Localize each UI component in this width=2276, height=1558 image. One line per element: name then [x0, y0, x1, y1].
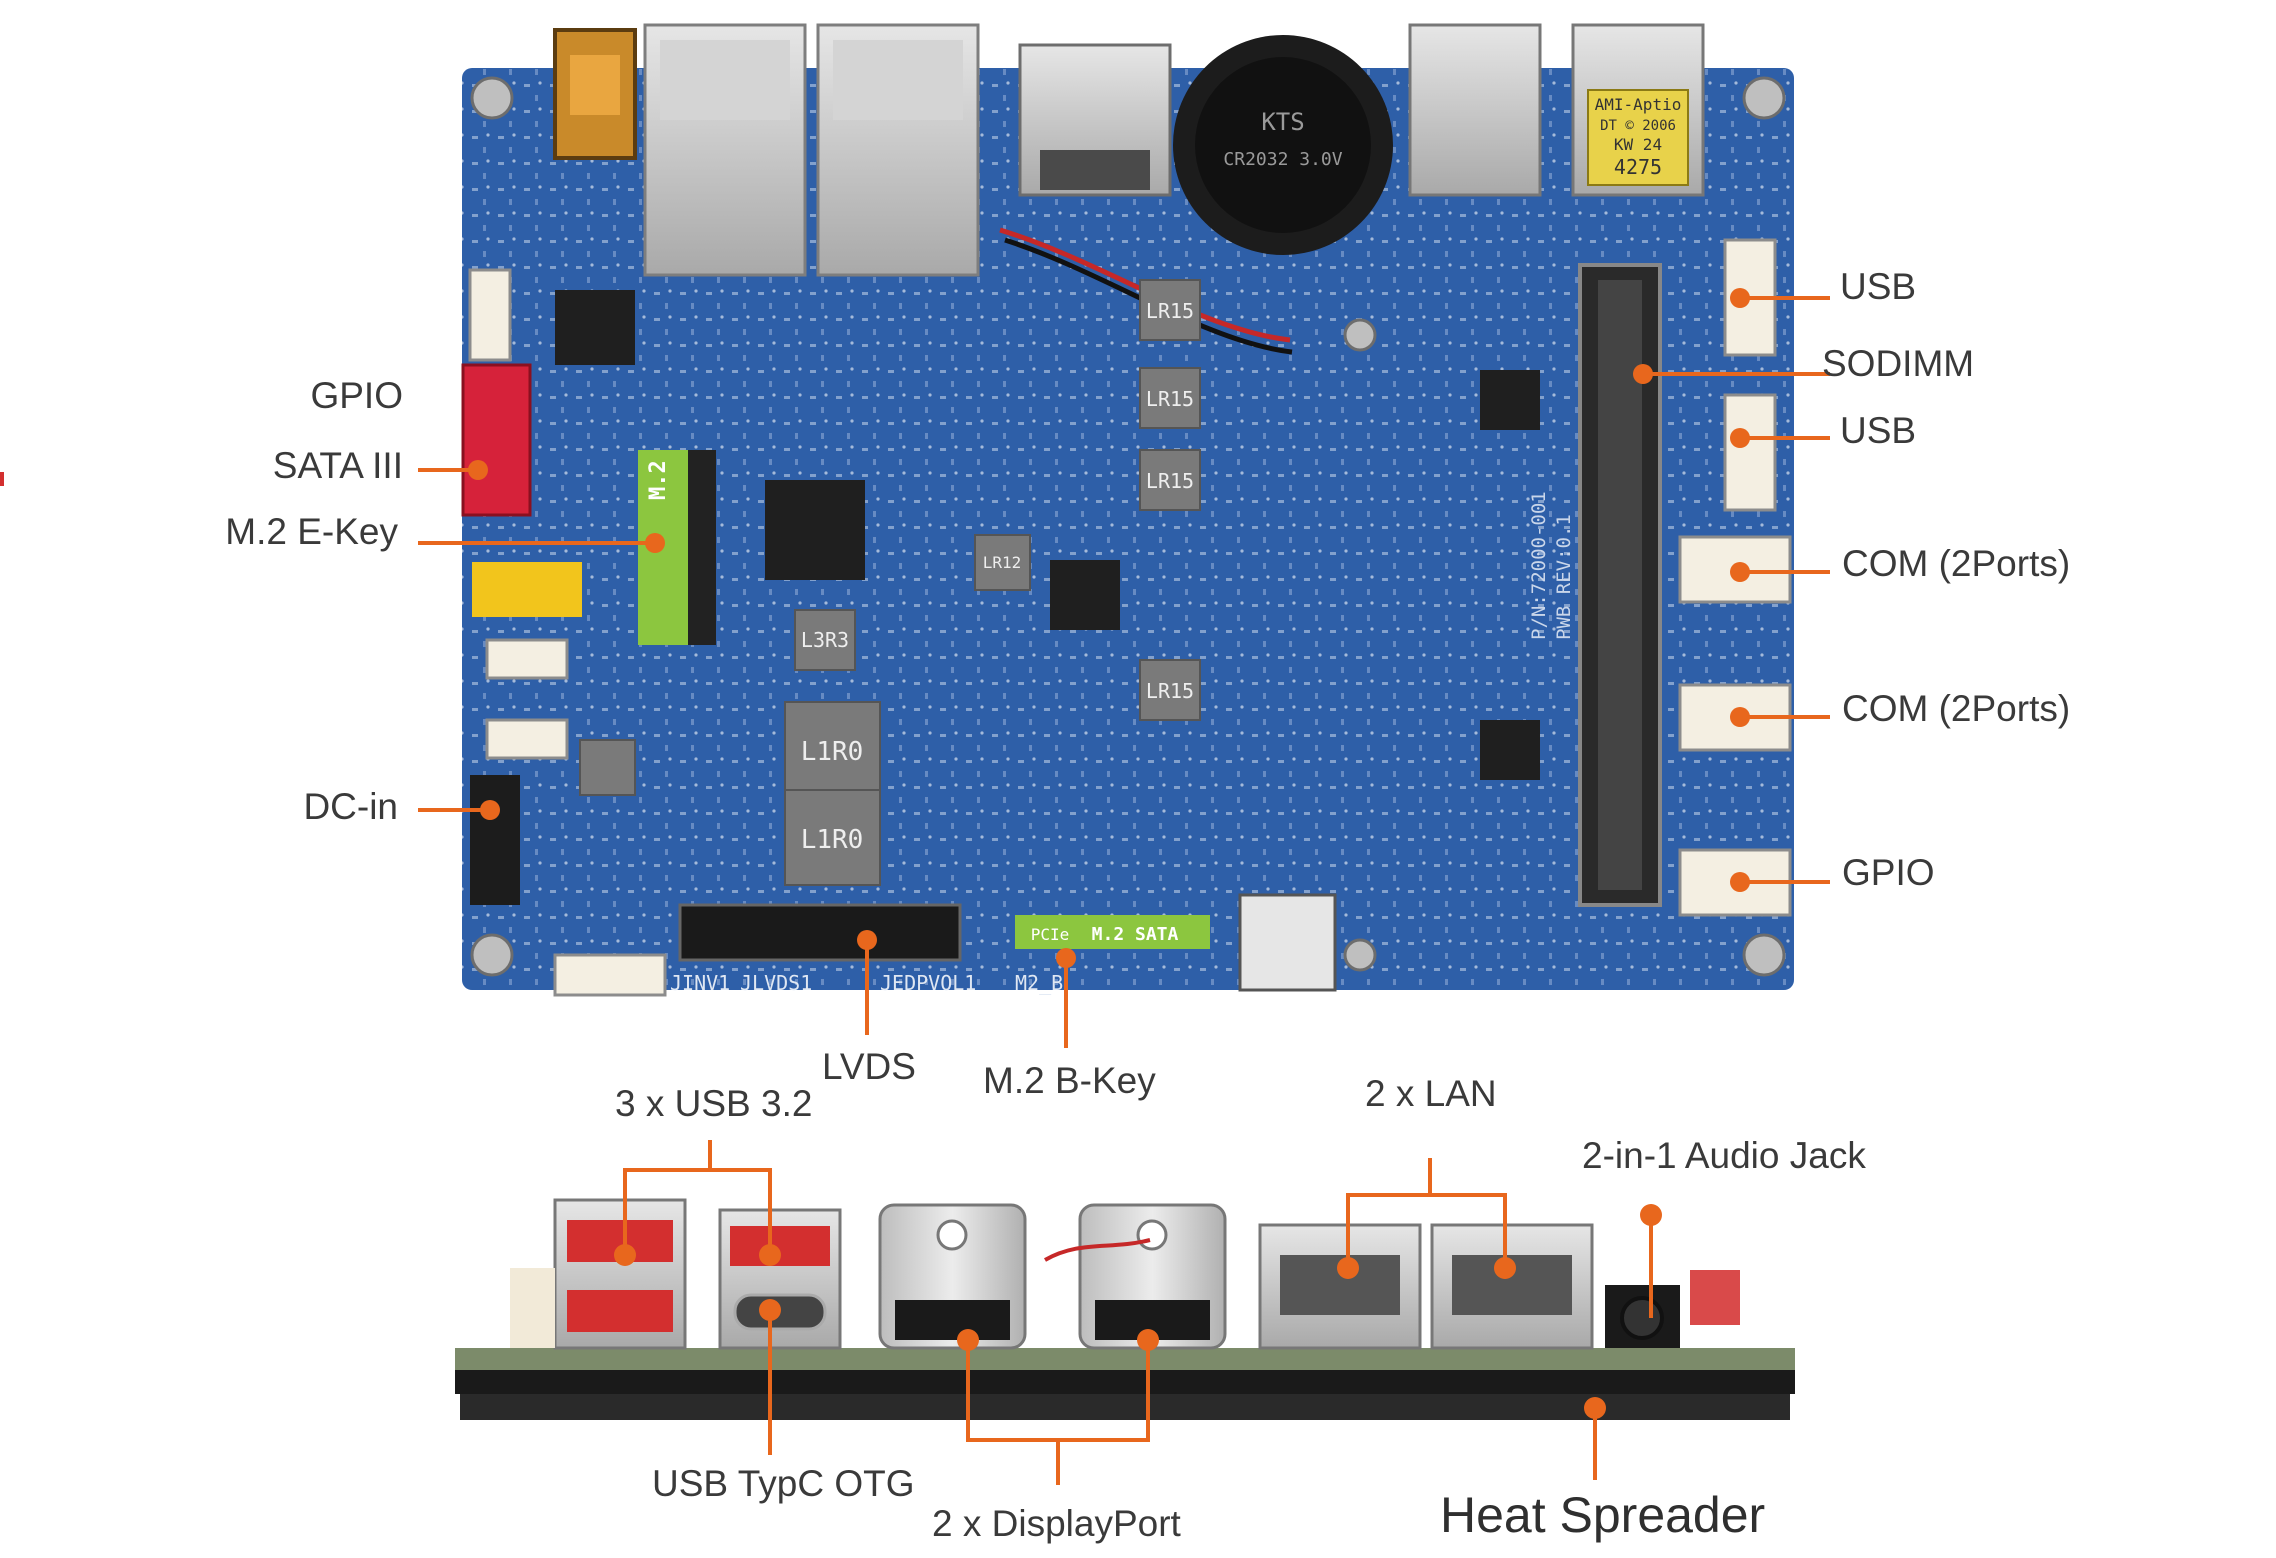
- left-connectors: [461, 268, 667, 997]
- power-coils: [579, 279, 1201, 886]
- m2-bkey-slot: M.2 SATA PCIe: [1015, 915, 1210, 949]
- label-sodimm: SODIMM: [1822, 343, 1975, 384]
- jinv-silk: JINV1: [670, 971, 730, 995]
- top-view-board: KTS CR2032 3.0V AMI-Aptio DT © 2006 KW 2…: [461, 23, 1794, 997]
- label-m2-ekey: M.2 E-Key: [225, 511, 398, 552]
- jack-bottom: [1238, 893, 1337, 992]
- io-callouts: [614, 1140, 1662, 1485]
- label-typec: USB TypC OTG: [652, 1463, 915, 1504]
- battery-brand-text: KTS: [1261, 108, 1304, 136]
- bios-brand-text: AMI-Aptio: [1595, 95, 1682, 114]
- lvds-connector: [678, 903, 962, 962]
- label-dp: 2 x DisplayPort: [932, 1503, 1181, 1544]
- m2-bkey-silk: M.2 SATA: [1092, 924, 1179, 945]
- label-dc-in: DC-in: [303, 786, 398, 827]
- displayport-top: [1018, 43, 1172, 197]
- label-lvds: LVDS: [822, 1046, 916, 1087]
- right-connectors: [1678, 238, 1792, 917]
- bios-num-text: 4275: [1614, 155, 1662, 179]
- displayport-io: [878, 1203, 1227, 1350]
- bios-copy-text: DT © 2006: [1600, 118, 1676, 134]
- pn-silk: P/N:72000-001: [1528, 491, 1550, 640]
- pwb-silk: PWB REV:0.1: [1553, 514, 1575, 640]
- stray-mark: [0, 472, 4, 486]
- label-gpio-right: GPIO: [1842, 852, 1935, 893]
- coil-label-1: LR15: [1146, 299, 1194, 323]
- usb-stacks-top: AMI-Aptio DT © 2006 KW 24 4275: [1408, 23, 1705, 197]
- label-com-1: COM (2Ports): [1842, 543, 2071, 584]
- usb32-stack-1: [553, 1198, 687, 1350]
- heat-spreader: [460, 1392, 1790, 1420]
- label-usb-1: USB: [1840, 266, 1917, 307]
- label-sata: SATA III: [272, 445, 403, 486]
- mounting-holes: [470, 76, 1786, 977]
- jlvds-silk: JLVDS1: [740, 971, 812, 995]
- coil-label-7: L3R3: [801, 628, 849, 652]
- coil-label-8: LR12: [983, 553, 1022, 572]
- audio-jack-io: [1605, 1270, 1740, 1348]
- m2-ekey-slot: M.2: [638, 450, 716, 645]
- m2b-silk: M2_B: [1015, 971, 1063, 995]
- label-com-2: COM (2Ports): [1842, 688, 2071, 729]
- coil-label-2: LR15: [1146, 387, 1194, 411]
- coil-label-3: LR15: [1146, 469, 1194, 493]
- m2-bkey-sub-silk: PCIe: [1031, 925, 1070, 944]
- coil-label-4: LR15: [1146, 679, 1194, 703]
- pcb-edge: [455, 1348, 1795, 1370]
- m2-ekey-silk: M.2: [646, 460, 671, 500]
- label-gpio-left: GPIO: [310, 375, 403, 416]
- top-callouts: [418, 288, 1830, 1048]
- label-m2-bkey: M.2 B-Key: [983, 1060, 1156, 1101]
- bottom-silkscreen: JINV1 JLVDS1 JEDPVOL1 M2_B: [670, 971, 1063, 995]
- coil-labels: LR15 LR15 LR15 LR15 L1R0 L1R0 L3R3 LR12: [801, 299, 1194, 855]
- battery-spec-text: CR2032 3.0V: [1223, 149, 1342, 170]
- label-lan: 2 x LAN: [1365, 1073, 1497, 1114]
- lan-ports-io: [1258, 1223, 1594, 1350]
- usb32-stack-2: [718, 1208, 842, 1350]
- coil-label-6: L1R0: [801, 825, 864, 855]
- bios-kw-text: KW 24: [1614, 135, 1662, 154]
- coin-battery: KTS CR2032 3.0V: [999, 35, 1393, 355]
- label-usb-2: USB: [1840, 410, 1917, 451]
- lan-ports-top: [643, 23, 980, 277]
- io-view-board: [455, 1198, 1795, 1420]
- coil-label-5: L1R0: [801, 737, 864, 767]
- chips: [555, 290, 1540, 780]
- label-heat-spreader: Heat Spreader: [1440, 1487, 1766, 1543]
- label-audio: 2-in-1 Audio Jack: [1582, 1135, 1866, 1176]
- jedp-silk: JEDPVOL1: [880, 971, 976, 995]
- label-usb32: 3 x USB 3.2: [615, 1083, 813, 1124]
